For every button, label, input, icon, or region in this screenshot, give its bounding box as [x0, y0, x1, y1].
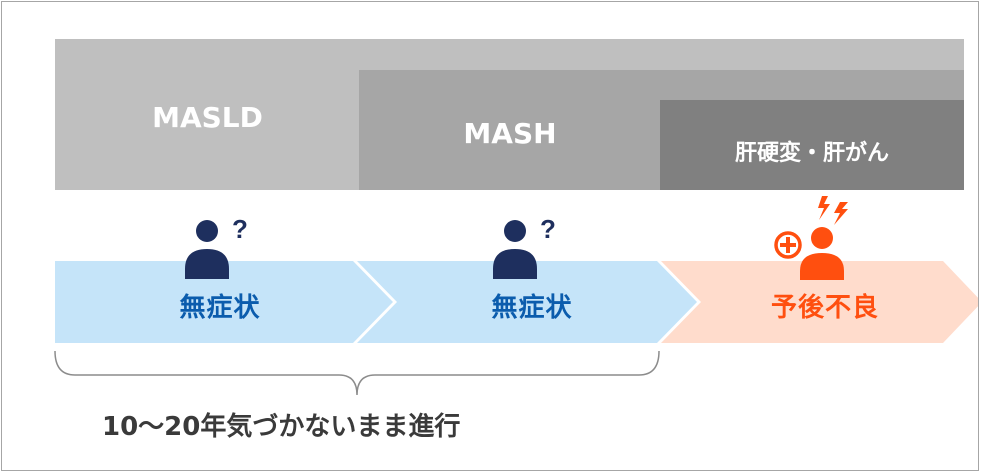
band-cirrhosis: 肝硬変・肝がん	[660, 100, 964, 190]
arrow-prognosis	[661, 261, 978, 343]
arrow-label-mash: 無症状	[491, 293, 573, 323]
person-question-icon: ?	[185, 214, 248, 279]
arrow-masld	[55, 261, 393, 343]
band-masld-label: MASLD	[152, 101, 263, 134]
arrow-mash	[357, 261, 697, 343]
band-mash-label: MASH	[463, 117, 557, 150]
person-alert-icon	[774, 196, 848, 280]
arrow-label-masld: 無症状	[179, 293, 261, 323]
band-cirrhosis-label: 肝硬変・肝がん	[734, 141, 889, 166]
svg-text:?: ?	[540, 214, 556, 244]
person-question-icon: ?	[493, 214, 556, 279]
arrow-label-prognosis: 予後不良	[770, 293, 879, 323]
svg-text:?: ?	[232, 214, 248, 244]
progression-summary: 10～20年気づかないまま進行	[102, 412, 461, 442]
